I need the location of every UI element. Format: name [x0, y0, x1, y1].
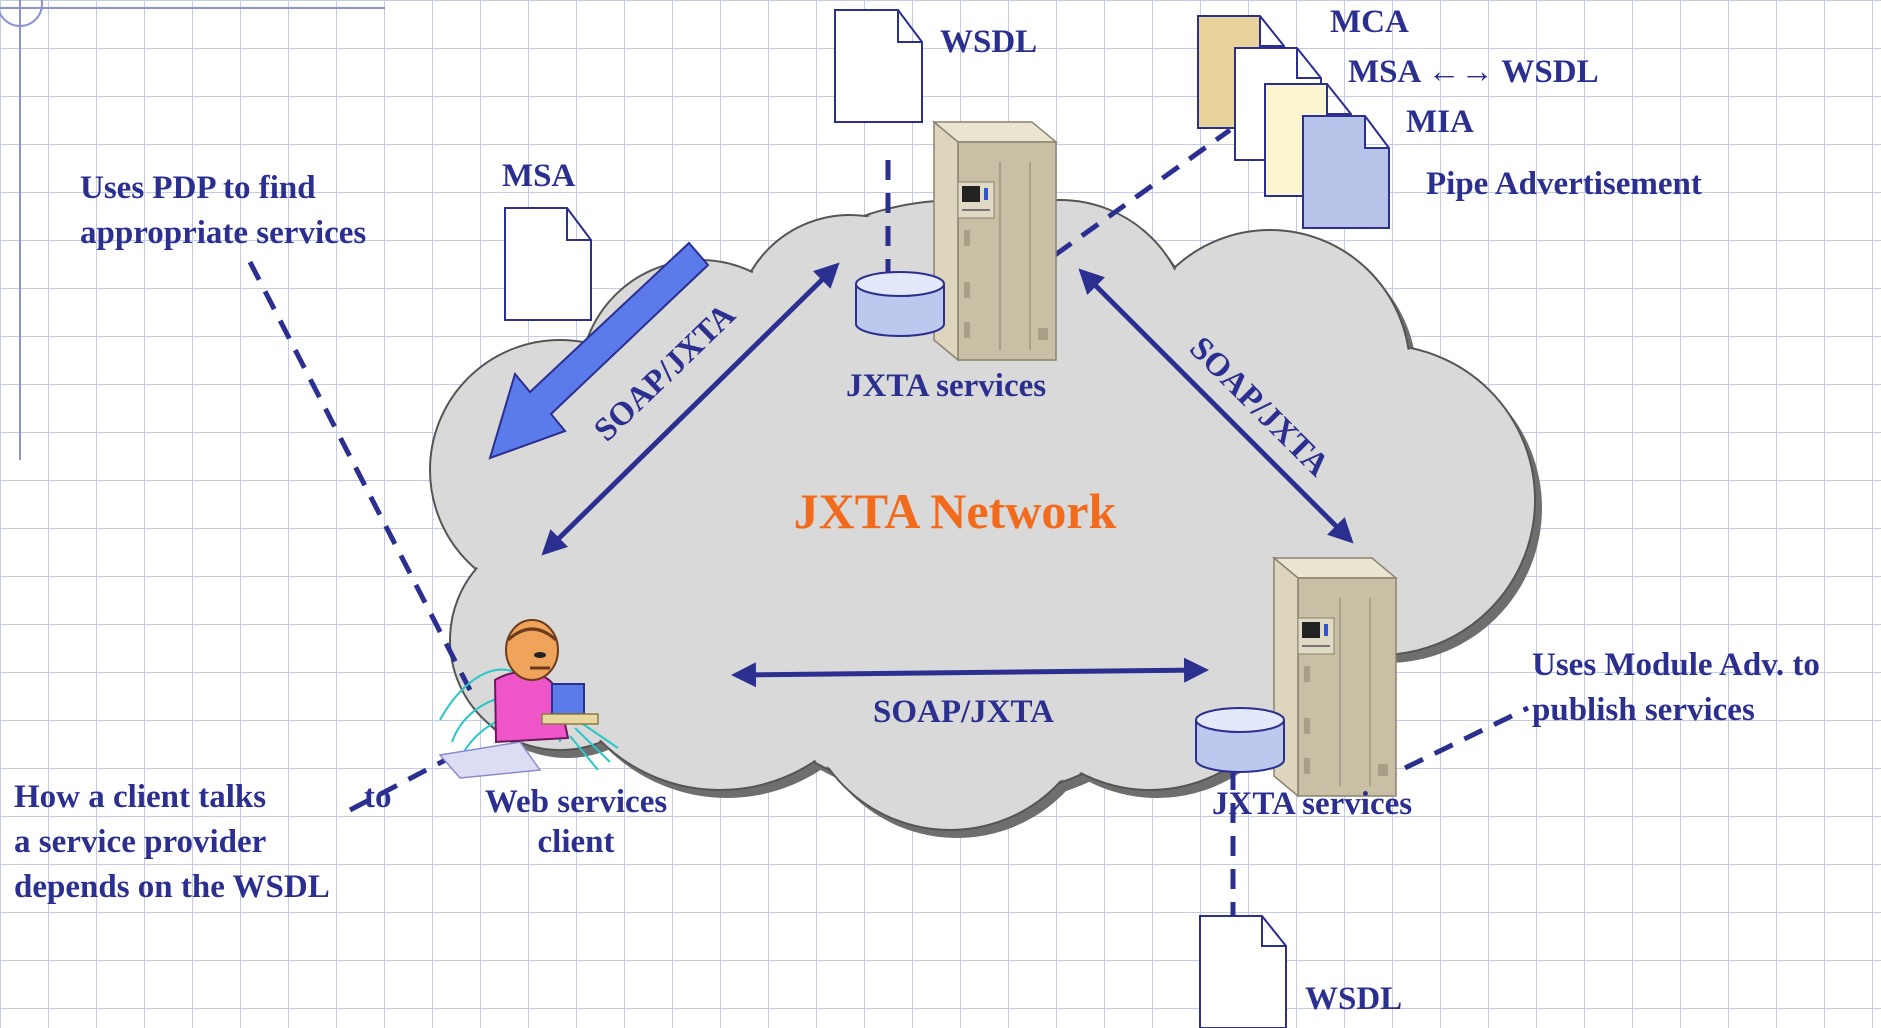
msa-doc-label: MSA	[502, 158, 576, 194]
soap-connector-bottom	[731, 657, 1209, 688]
module-note-line1: Uses Module Adv. to	[1532, 647, 1820, 683]
client-note-line2: a service provider	[14, 824, 266, 860]
pipe-advertisement-label: Pipe Advertisement	[1426, 166, 1702, 202]
wsdl-top-label: WSDL	[940, 24, 1037, 60]
client-note-line3: depends on the WSDL	[14, 869, 330, 905]
person-at-computer-icon	[438, 619, 619, 779]
jxta-services-top-label: JXTA services	[846, 368, 1046, 404]
soap-connector-right	[1078, 268, 1354, 544]
mca-label: MCA	[1330, 4, 1409, 40]
database-cylinder-icon	[855, 271, 945, 337]
document-icon	[834, 9, 923, 123]
client-leader-line	[348, 752, 457, 813]
soap-connector-left	[541, 262, 840, 556]
corner-decoration	[0, 0, 385, 460]
client-note-line1: How a client talks	[14, 779, 266, 815]
msa-wsdl-label: MSA ←→ WSDL	[1348, 54, 1599, 90]
jxta-services-bottom-label: JXTA services	[1212, 786, 1412, 822]
module-leader-line	[1403, 705, 1530, 771]
document-icon	[1302, 115, 1390, 229]
adv-docs-leader-line	[1053, 127, 1232, 258]
network-label: JXTA Network	[794, 483, 1117, 539]
document-icon	[1199, 915, 1287, 1028]
server-tower-icon	[1273, 557, 1397, 797]
mia-label: MIA	[1406, 104, 1474, 140]
document-icon	[504, 207, 592, 321]
database-cylinder-icon	[1195, 707, 1285, 773]
client-note-to: to	[364, 779, 392, 815]
pdp-note-line1: Uses PDP to find	[80, 170, 316, 206]
web-client-line2: client	[538, 824, 615, 860]
pdp-leader-line	[247, 260, 473, 692]
wsdl-bottom-label: WSDL	[1305, 981, 1402, 1017]
module-note-line2: publish services	[1532, 692, 1755, 728]
pdp-note-line2: appropriate services	[80, 215, 366, 251]
web-client-line1: Web services	[485, 784, 668, 820]
soap-jxta-bottom-label: SOAP/JXTA	[873, 694, 1054, 730]
server-tower-icon	[933, 121, 1057, 361]
